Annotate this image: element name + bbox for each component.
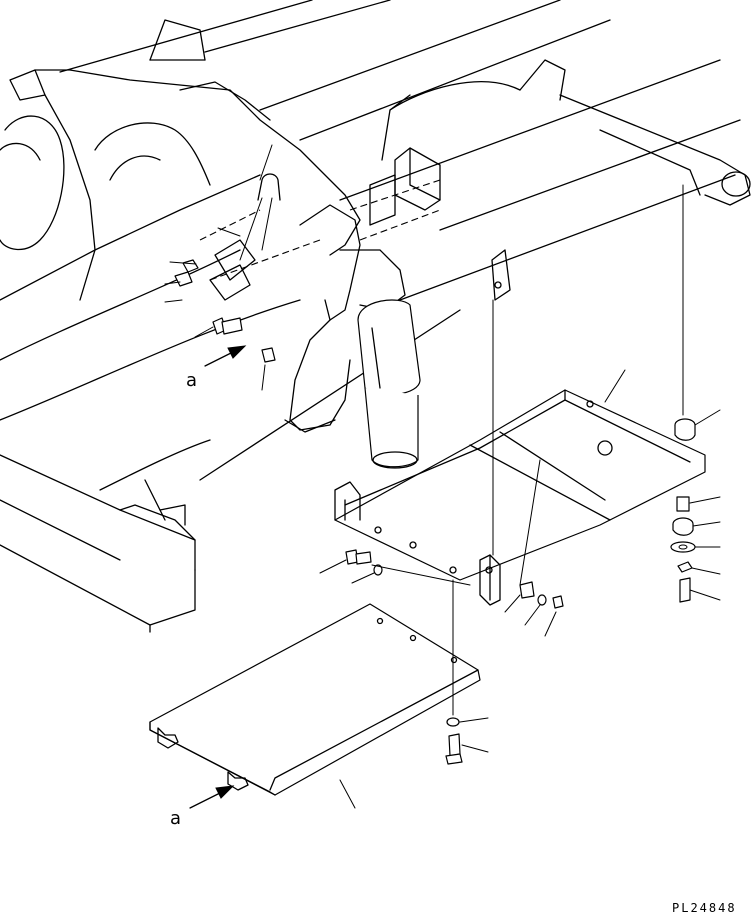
hardware: [174, 259, 696, 765]
drawing-code: PL24848: [672, 901, 737, 914]
under-cover: [149, 603, 481, 796]
suspension-cylinder: [357, 299, 421, 469]
alignment-lines: [371, 184, 684, 716]
view-label-upper: a: [186, 370, 197, 391]
hanger-bracket: [209, 144, 281, 301]
leader-lines: [164, 227, 721, 809]
bracket-cover: [334, 249, 706, 606]
view-arrow-lower: [189, 785, 235, 809]
frame: [0, 0, 751, 633]
view-label-lower: a: [170, 808, 181, 829]
view-arrow-upper: [204, 345, 247, 367]
